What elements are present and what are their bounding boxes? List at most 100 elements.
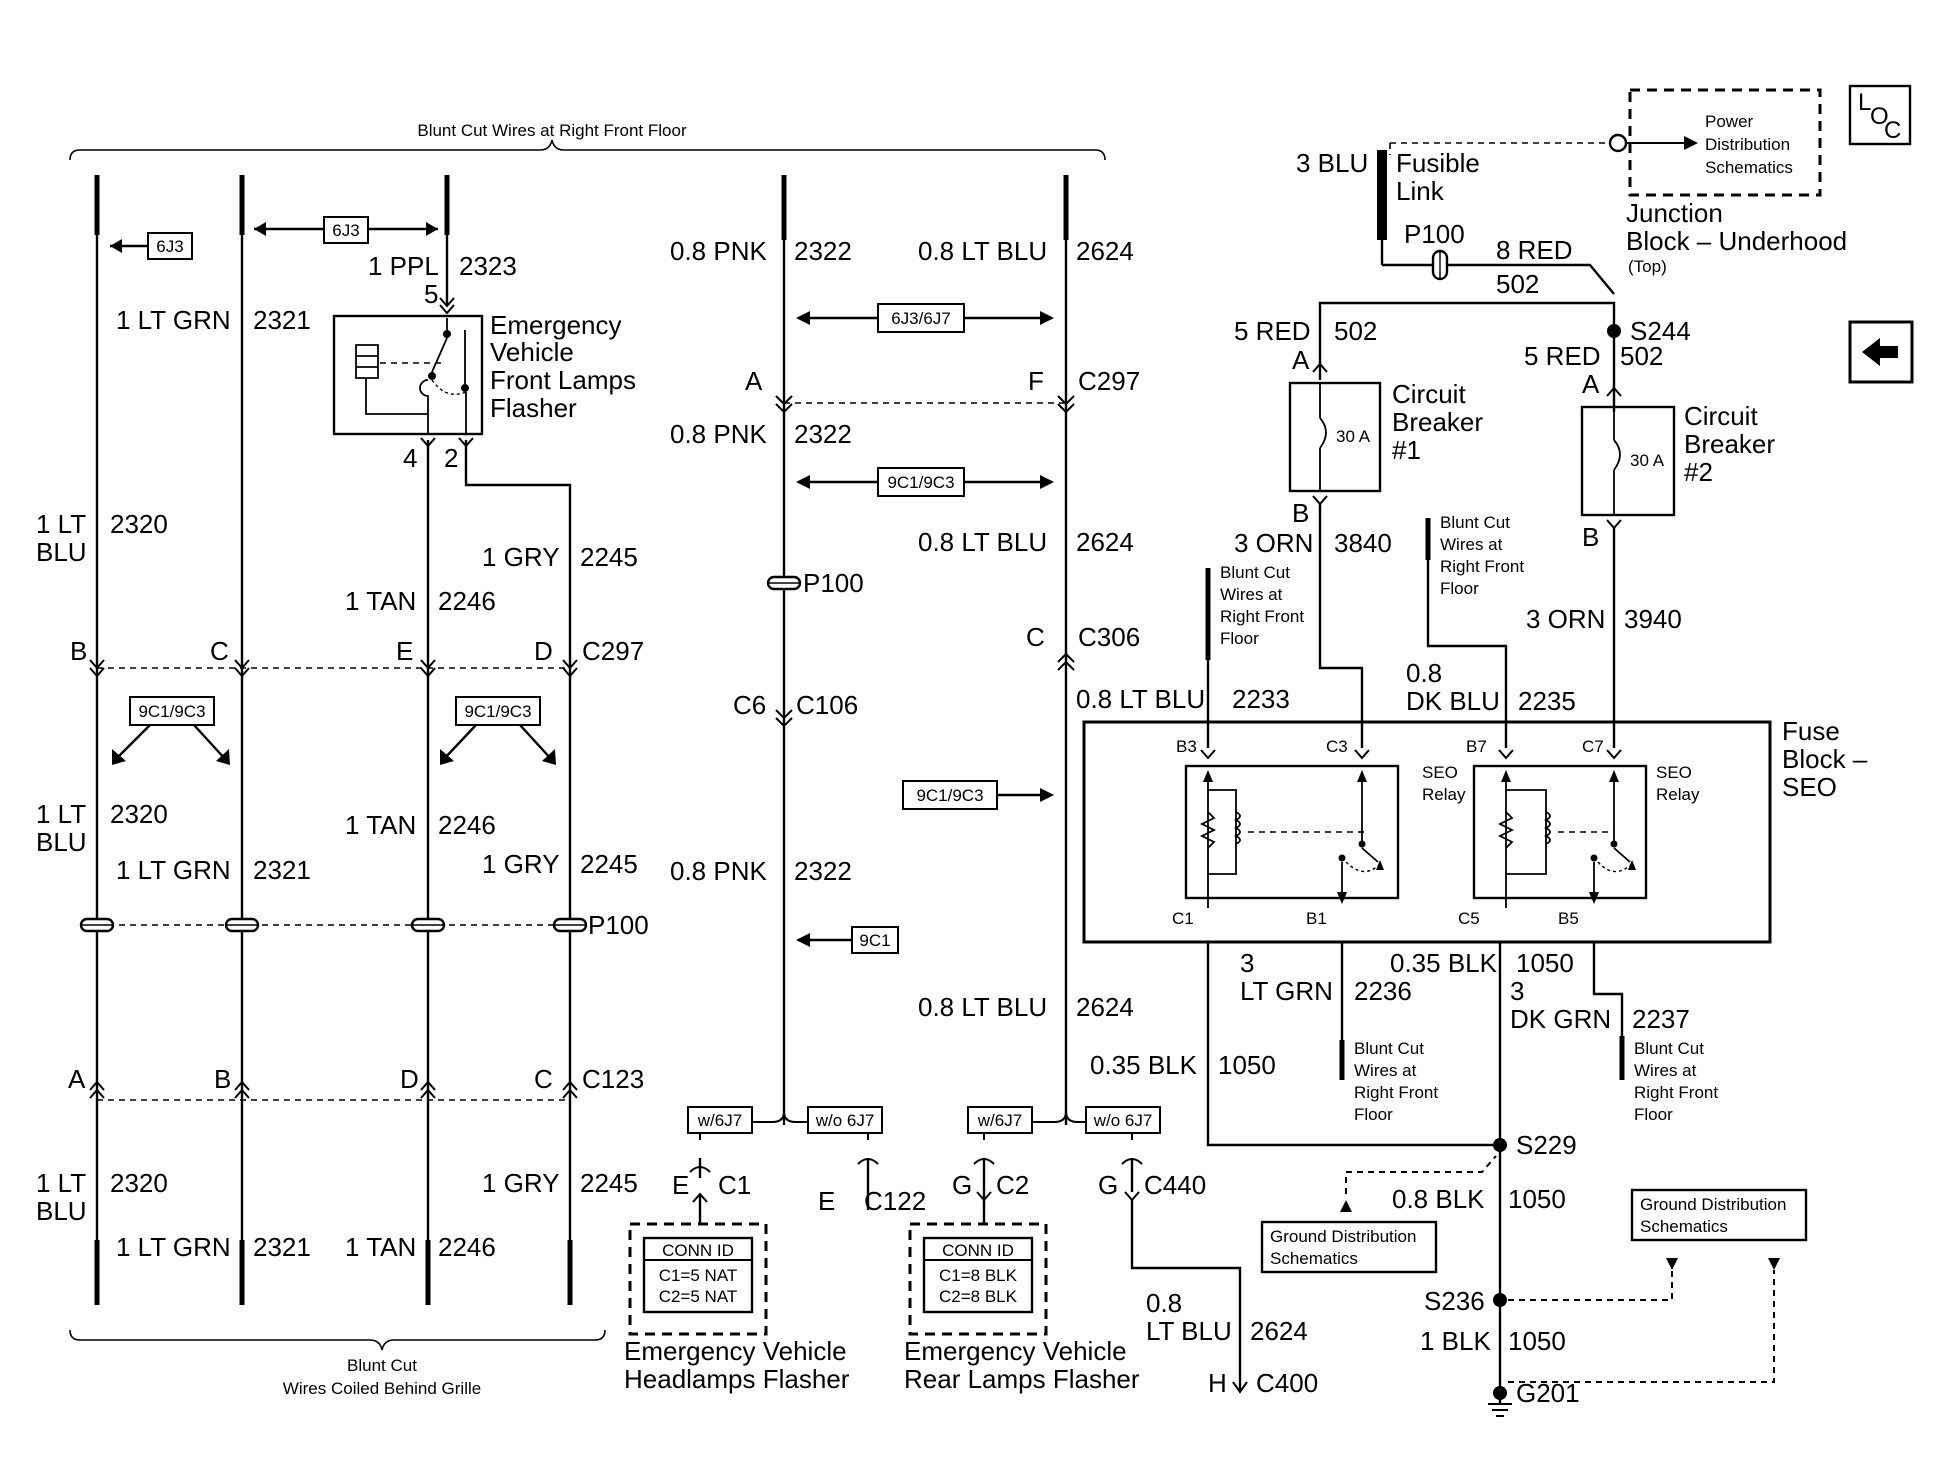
svg-text:1050: 1050 xyxy=(1218,1050,1276,1080)
svg-text:Right Front: Right Front xyxy=(1220,607,1304,626)
svg-text:A: A xyxy=(745,366,763,396)
svg-text:Breaker: Breaker xyxy=(1684,429,1775,459)
svg-text:Breaker: Breaker xyxy=(1392,407,1483,437)
s244-splice: S244 5 RED 502 5 RED 502 A A xyxy=(1234,301,1691,412)
svg-text:C: C xyxy=(210,636,229,666)
svg-text:Junction: Junction xyxy=(1626,198,1723,228)
back-arrow-icon[interactable] xyxy=(1848,320,1914,384)
svg-text:2321: 2321 xyxy=(253,1232,311,1262)
svg-text:9C1/9C3: 9C1/9C3 xyxy=(138,702,205,721)
blunt-cut-b3: Blunt Cut Wires at Right Front Floor 0.8… xyxy=(1076,563,1304,748)
svg-text:1 TAN: 1 TAN xyxy=(345,810,416,840)
svg-text:G: G xyxy=(1098,1170,1118,1200)
svg-text:9C1/9C3: 9C1/9C3 xyxy=(887,473,954,492)
svg-text:1 GRY: 1 GRY xyxy=(482,1168,560,1198)
ref-9c1-9c3-mid[interactable]: 9C1/9C3 xyxy=(796,467,1054,497)
svg-text:Right Front: Right Front xyxy=(1634,1083,1718,1102)
ref-9c1-9c3-left-b[interactable]: 9C1/9C3 xyxy=(440,696,556,765)
svg-text:C306: C306 xyxy=(1078,622,1140,652)
svg-text:0.8 LT BLU: 0.8 LT BLU xyxy=(918,236,1047,266)
svg-text:Relay: Relay xyxy=(1656,785,1700,804)
svg-text:Headlamps Flasher: Headlamps Flasher xyxy=(624,1364,850,1394)
power-distribution-link[interactable]: Power Distribution Schematics xyxy=(1608,88,1822,197)
svg-text:C1: C1 xyxy=(718,1170,751,1200)
svg-text:6J3: 6J3 xyxy=(156,237,183,256)
svg-text:2320: 2320 xyxy=(110,1168,168,1198)
svg-text:C2: C2 xyxy=(996,1170,1029,1200)
svg-text:Schematics: Schematics xyxy=(1640,1217,1728,1236)
ref-9c1-9c3-left-a[interactable]: 9C1/9C3 xyxy=(112,696,230,765)
svg-text:w/o 6J7: w/o 6J7 xyxy=(815,1111,875,1130)
loc-icon[interactable]: L O C xyxy=(1848,84,1912,146)
svg-text:A: A xyxy=(1582,369,1600,399)
svg-text:Ground Distribution: Ground Distribution xyxy=(1640,1195,1786,1214)
svg-text:502: 502 xyxy=(1334,316,1377,346)
svg-text:#1: #1 xyxy=(1392,435,1421,465)
ref-6j3-mid[interactable]: 6J3 xyxy=(254,216,438,244)
svg-text:C5: C5 xyxy=(1458,909,1480,928)
svg-text:w/6J7: w/6J7 xyxy=(977,1111,1022,1130)
svg-text:1 BLK: 1 BLK xyxy=(1420,1326,1491,1356)
bottom-middle-labels: E C1 E C122 G C2 G C440 0.8 LT BLU 2624 … xyxy=(672,1170,1318,1398)
svg-text:Wires at: Wires at xyxy=(1634,1061,1697,1080)
svg-text:Emergency Vehicle: Emergency Vehicle xyxy=(904,1336,1127,1366)
svg-text:E: E xyxy=(818,1186,835,1216)
ref-6j3-left[interactable]: 6J3 xyxy=(110,232,193,260)
svg-text:Schematics: Schematics xyxy=(1270,1249,1358,1268)
svg-text:S229: S229 xyxy=(1516,1130,1577,1160)
svg-text:2323: 2323 xyxy=(459,251,517,281)
svg-text:1 TAN: 1 TAN xyxy=(345,1232,416,1262)
svg-text:2245: 2245 xyxy=(580,542,638,572)
svg-text:BLU: BLU xyxy=(36,1196,87,1226)
tag-wo-6j7-1: w/o 6J7 xyxy=(807,1106,883,1134)
svg-text:Distribution: Distribution xyxy=(1705,135,1790,154)
ref-6j3-6j7[interactable]: 6J3/6J7 xyxy=(796,303,1054,333)
svg-text:Fuse: Fuse xyxy=(1782,716,1840,746)
tag-w-6j7-1: w/6J7 xyxy=(687,1106,753,1134)
svg-text:2321: 2321 xyxy=(253,855,311,885)
svg-text:2320: 2320 xyxy=(110,509,168,539)
svg-text:S244: S244 xyxy=(1630,316,1691,346)
svg-text:Block – Underhood: Block – Underhood xyxy=(1626,226,1847,256)
middle-wires xyxy=(766,175,1075,1125)
svg-text:E: E xyxy=(672,1170,689,1200)
svg-text:w/6J7: w/6J7 xyxy=(697,1111,742,1130)
svg-text:30 A: 30 A xyxy=(1336,427,1371,446)
conn-id-headlamps: CONN ID C1=5 NAT C2=5 NAT Emergency Vehi… xyxy=(624,1222,850,1394)
svg-text:C3: C3 xyxy=(1326,737,1348,756)
svg-text:1 GRY: 1 GRY xyxy=(482,849,560,879)
svg-text:2: 2 xyxy=(444,443,458,473)
svg-text:G201: G201 xyxy=(1516,1378,1580,1408)
p100-left-connectors xyxy=(79,917,588,933)
left-labels: 1 PPL 2323 5 4 2 1 LT GRN 2321 1 LT BLU … xyxy=(36,251,649,1262)
svg-text:P100: P100 xyxy=(588,910,649,940)
svg-text:C106: C106 xyxy=(796,690,858,720)
blunt-cut-top-bracket: Blunt Cut Wires at Right Front Floor xyxy=(69,121,1106,161)
svg-text:Vehicle: Vehicle xyxy=(490,337,574,367)
svg-text:2322: 2322 xyxy=(794,856,852,886)
svg-text:1 GRY: 1 GRY xyxy=(482,542,560,572)
svg-text:1 LT: 1 LT xyxy=(36,799,86,829)
svg-text:8 RED: 8 RED xyxy=(1496,235,1573,265)
svg-text:C400: C400 xyxy=(1256,1368,1318,1398)
svg-text:502: 502 xyxy=(1620,341,1663,371)
svg-text:LT GRN: LT GRN xyxy=(1240,976,1333,1006)
svg-text:Emergency Vehicle: Emergency Vehicle xyxy=(624,1336,847,1366)
svg-text:9C1/9C3: 9C1/9C3 xyxy=(916,786,983,805)
svg-text:3840: 3840 xyxy=(1334,528,1392,558)
svg-text:C122: C122 xyxy=(864,1186,926,1216)
svg-text:C1=8 BLK: C1=8 BLK xyxy=(939,1266,1018,1285)
svg-text:B: B xyxy=(214,1064,231,1094)
conn-id-rear-lamps: CONN ID C1=8 BLK C2=8 BLK Emergency Vehi… xyxy=(904,1222,1140,1394)
svg-text:1050: 1050 xyxy=(1508,1184,1566,1214)
ground-distribution-link-2[interactable]: Ground Distribution Schematics xyxy=(1630,1188,1808,1242)
svg-text:C: C xyxy=(1884,117,1901,144)
ref-9c1[interactable]: 9C1 xyxy=(796,926,899,954)
svg-text:B: B xyxy=(70,636,87,666)
ground-distribution-link-1[interactable]: Ground Distribution Schematics xyxy=(1260,1220,1438,1274)
tag-w-6j7-2: w/6J7 xyxy=(967,1106,1033,1134)
ref-9c1-9c3-right-arrow[interactable]: 9C1/9C3 xyxy=(902,780,1054,810)
svg-text:C123: C123 xyxy=(582,1064,644,1094)
svg-text:P100: P100 xyxy=(803,568,864,598)
